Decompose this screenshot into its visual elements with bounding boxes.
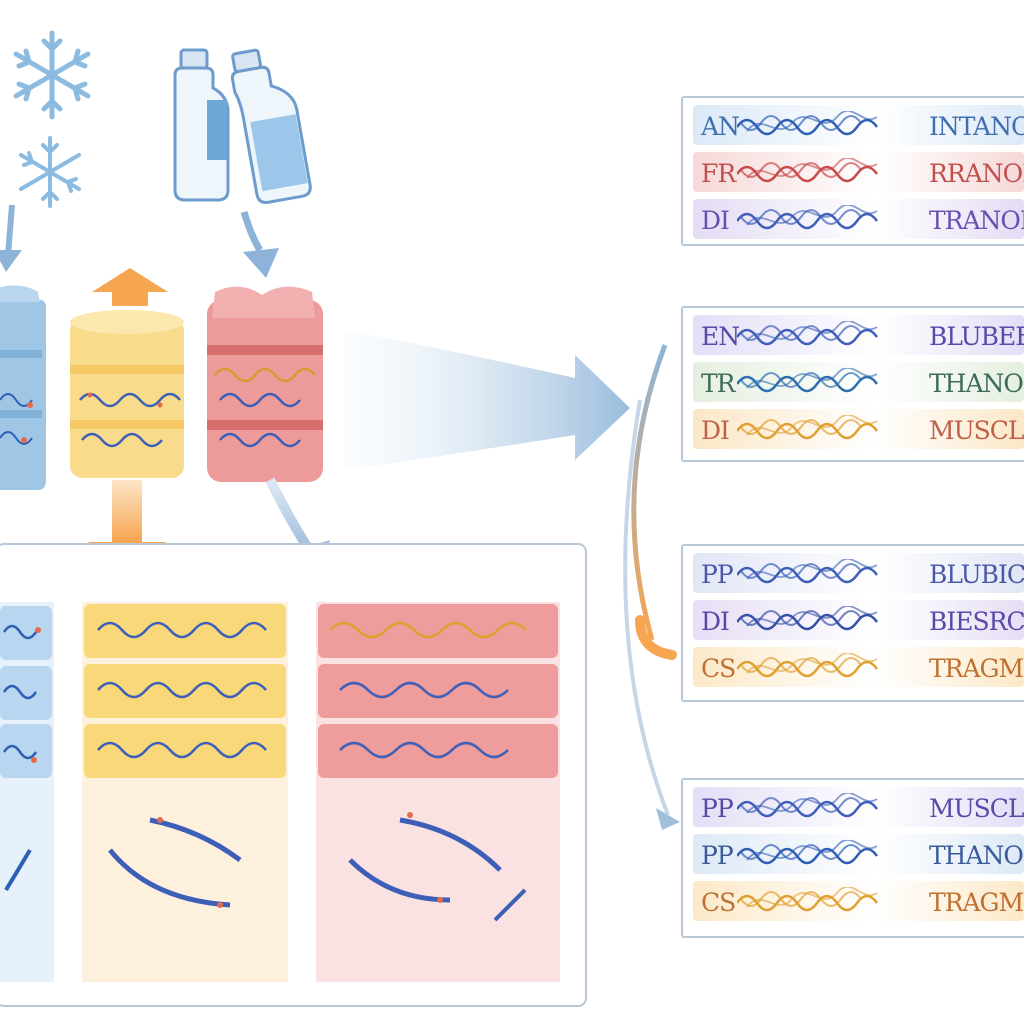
row-prefix: EN [701,322,740,351]
label-row: CS TRAGME [693,881,1024,921]
label-panel-4: PP MUSCLE PP THANOL CS TRAGME [681,778,1024,938]
strand-scribble [737,559,879,584]
strand-scribble [737,158,879,183]
label-row: EN BLUBEE [693,315,1024,355]
strand-scribble [737,606,879,631]
strand-scribble [737,368,879,393]
row-prefix: DI [701,607,730,636]
row-prefix: DI [701,206,730,235]
pink-tissue-column [316,602,560,982]
row-prefix: PP [701,560,734,589]
snowflake-icon [19,136,81,208]
row-label: BLUBEE [929,322,1024,351]
row-prefix: CS [701,654,736,683]
row-label: THANOL [929,369,1024,398]
pink-sample-cylinder [207,286,323,482]
bottle-icon [230,48,312,204]
label-panel-3: PP BLUBICE DI BIESRCE CS TRAGME [681,544,1024,702]
arrow-from-bottle [240,210,279,278]
yellow-sample-cylinder [70,310,184,478]
strand-scribble [737,793,879,818]
row-prefix: PP [701,794,734,823]
row-prefix: TR [701,369,735,398]
row-prefix: AN [701,112,740,141]
blue-sample-cylinder [0,285,46,490]
strand-scribble [737,111,879,136]
label-row: PP BLUBICE [693,553,1024,593]
arrow-from-snowflake [0,204,22,272]
strand-scribble [737,840,879,865]
label-row: PP THANOL [693,834,1024,874]
strand-scribble [737,653,879,678]
blue-tissue-column [0,602,54,982]
label-row: DI MUSCLE [693,409,1024,449]
row-label: BLUBICE [929,560,1024,589]
row-label: TRAGME [929,888,1024,917]
label-row: PP MUSCLE [693,787,1024,827]
yellow-tissue-column [82,602,288,982]
label-row: TR THANOL [693,362,1024,402]
row-label: TRAGME [929,654,1024,683]
label-row: FR RRANOL [693,152,1024,192]
label-panel-2: EN BLUBEE TR THANOL DI MUSCLE [681,306,1024,462]
label-row: DI TRANOL [693,199,1024,239]
label-row: AN INTANOL [693,105,1024,145]
label-panel-1: AN INTANOL FR RRANOL DI TRANOL [681,96,1024,246]
label-row: DI BIESRCE [693,600,1024,640]
row-label: TRANOL [929,206,1024,235]
row-label: BIESRCE [929,607,1024,636]
row-label: RRANOL [929,159,1024,188]
strand-scribble [737,321,879,346]
snowflake-icon [13,30,91,120]
row-label: MUSCLE [929,794,1024,823]
row-label: INTANOL [929,112,1024,141]
strand-scribble [737,887,879,912]
row-prefix: FR [701,159,736,188]
strand-scribble [737,415,879,440]
row-label: MUSCLE [929,416,1024,445]
label-row: CS TRAGME [693,647,1024,687]
orange-up-arrow [92,268,168,306]
bottle-icon [173,48,230,202]
row-prefix: DI [701,416,730,445]
row-prefix: PP [701,841,734,870]
row-label: THANOL [929,841,1024,870]
strand-scribble [737,205,879,230]
big-arrow-right [345,330,630,470]
connector-curves [623,344,680,830]
row-prefix: CS [701,888,736,917]
